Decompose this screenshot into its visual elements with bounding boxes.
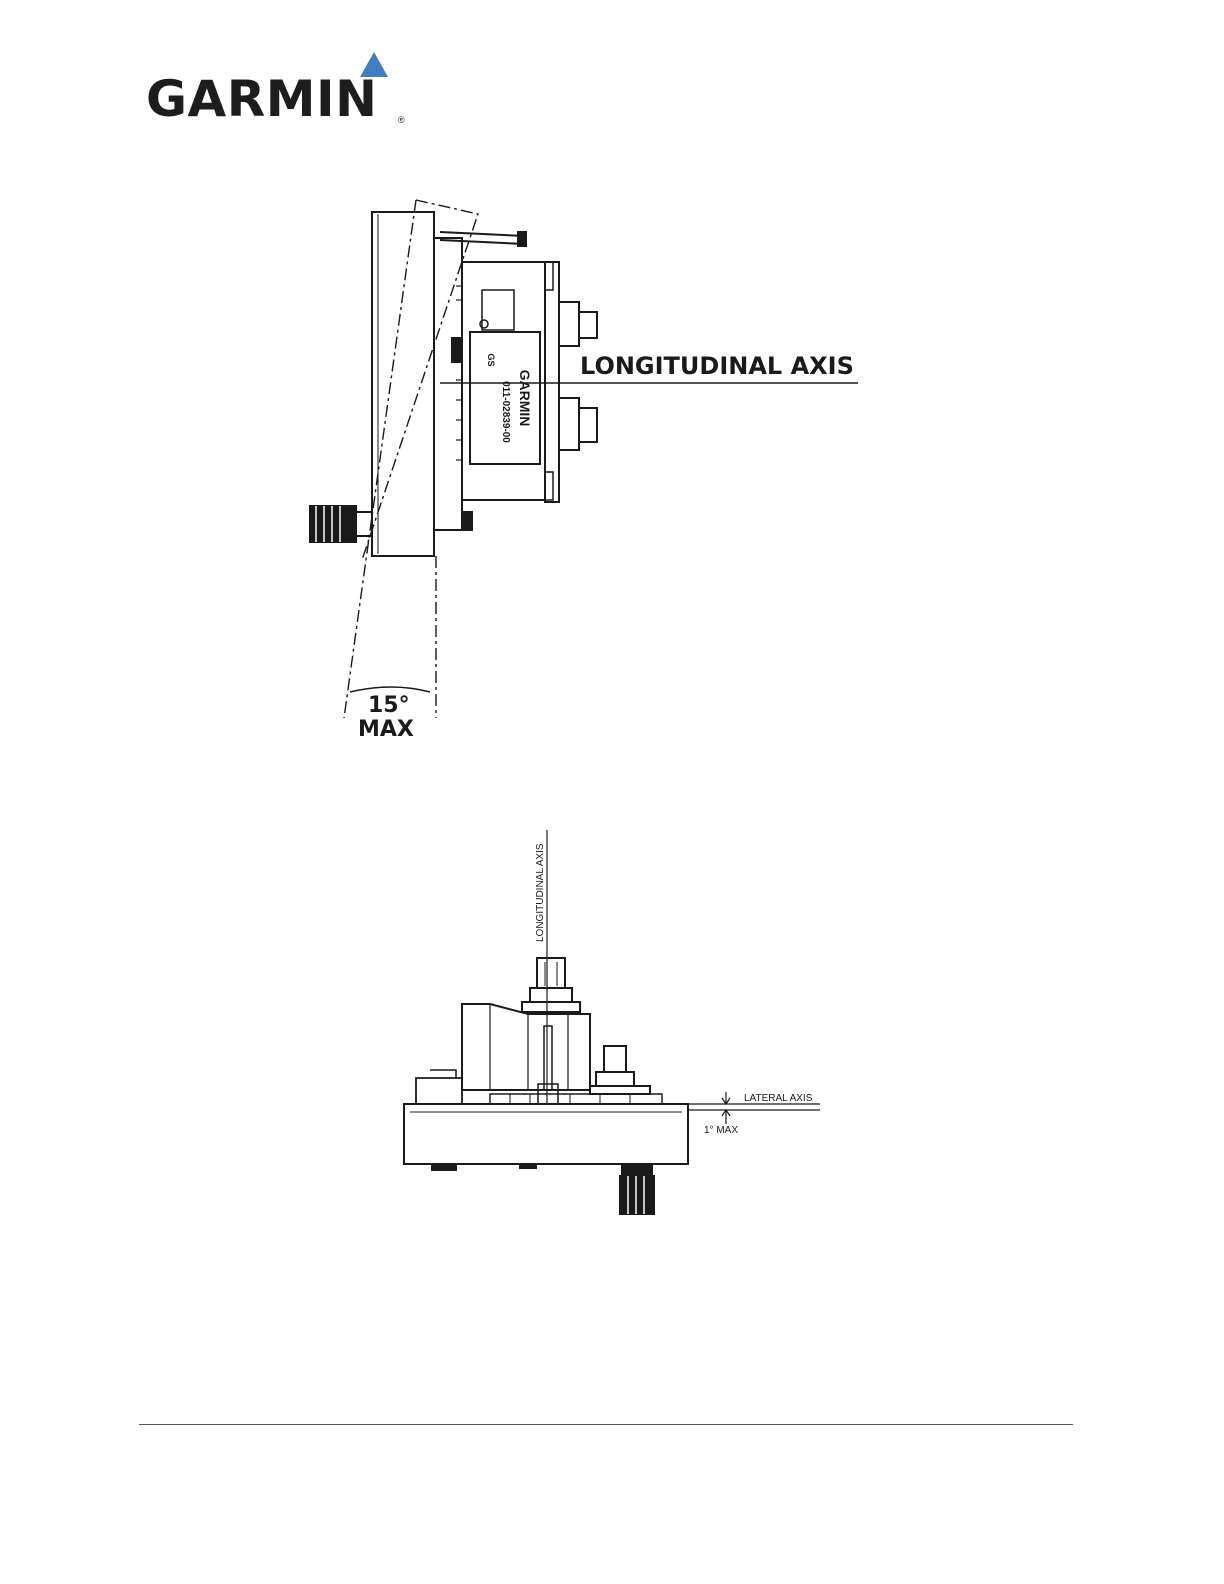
top-base-plate — [404, 1104, 688, 1164]
unit-label-brand: GARMIN — [517, 370, 533, 427]
lower-rear-connector — [559, 398, 579, 450]
tilted-reference-line — [344, 200, 416, 718]
unit-label-part-number: 011-02839-00 — [500, 381, 511, 443]
bottom-antenna-connector — [620, 1164, 654, 1214]
top-connector — [522, 958, 580, 1012]
footer-divider — [139, 1424, 1073, 1425]
front-antenna-connector — [310, 506, 372, 542]
upper-rear-connector — [559, 302, 579, 346]
angle-qualifier-label: MAX — [358, 717, 414, 742]
side-view-diagram — [310, 200, 858, 718]
top-vertical-axis-label: LONGITUDINAL AXIS — [535, 843, 546, 942]
top-view-diagram — [404, 830, 820, 1214]
top-side-fitting — [604, 1046, 626, 1072]
unit-label-code: GS — [486, 353, 496, 366]
unit-mount-plate — [434, 238, 462, 530]
angle-value-label: 15° — [368, 693, 410, 718]
top-lateral-axis-label: LATERAL AXIS — [744, 1093, 813, 1104]
top-upper-housing — [462, 1004, 590, 1090]
unit-rear-plate — [545, 262, 559, 502]
angle-arc — [350, 687, 430, 692]
side-axis-label: LONGITUDINAL AXIS — [580, 352, 854, 380]
top-tolerance-label: 1° MAX — [704, 1125, 738, 1136]
